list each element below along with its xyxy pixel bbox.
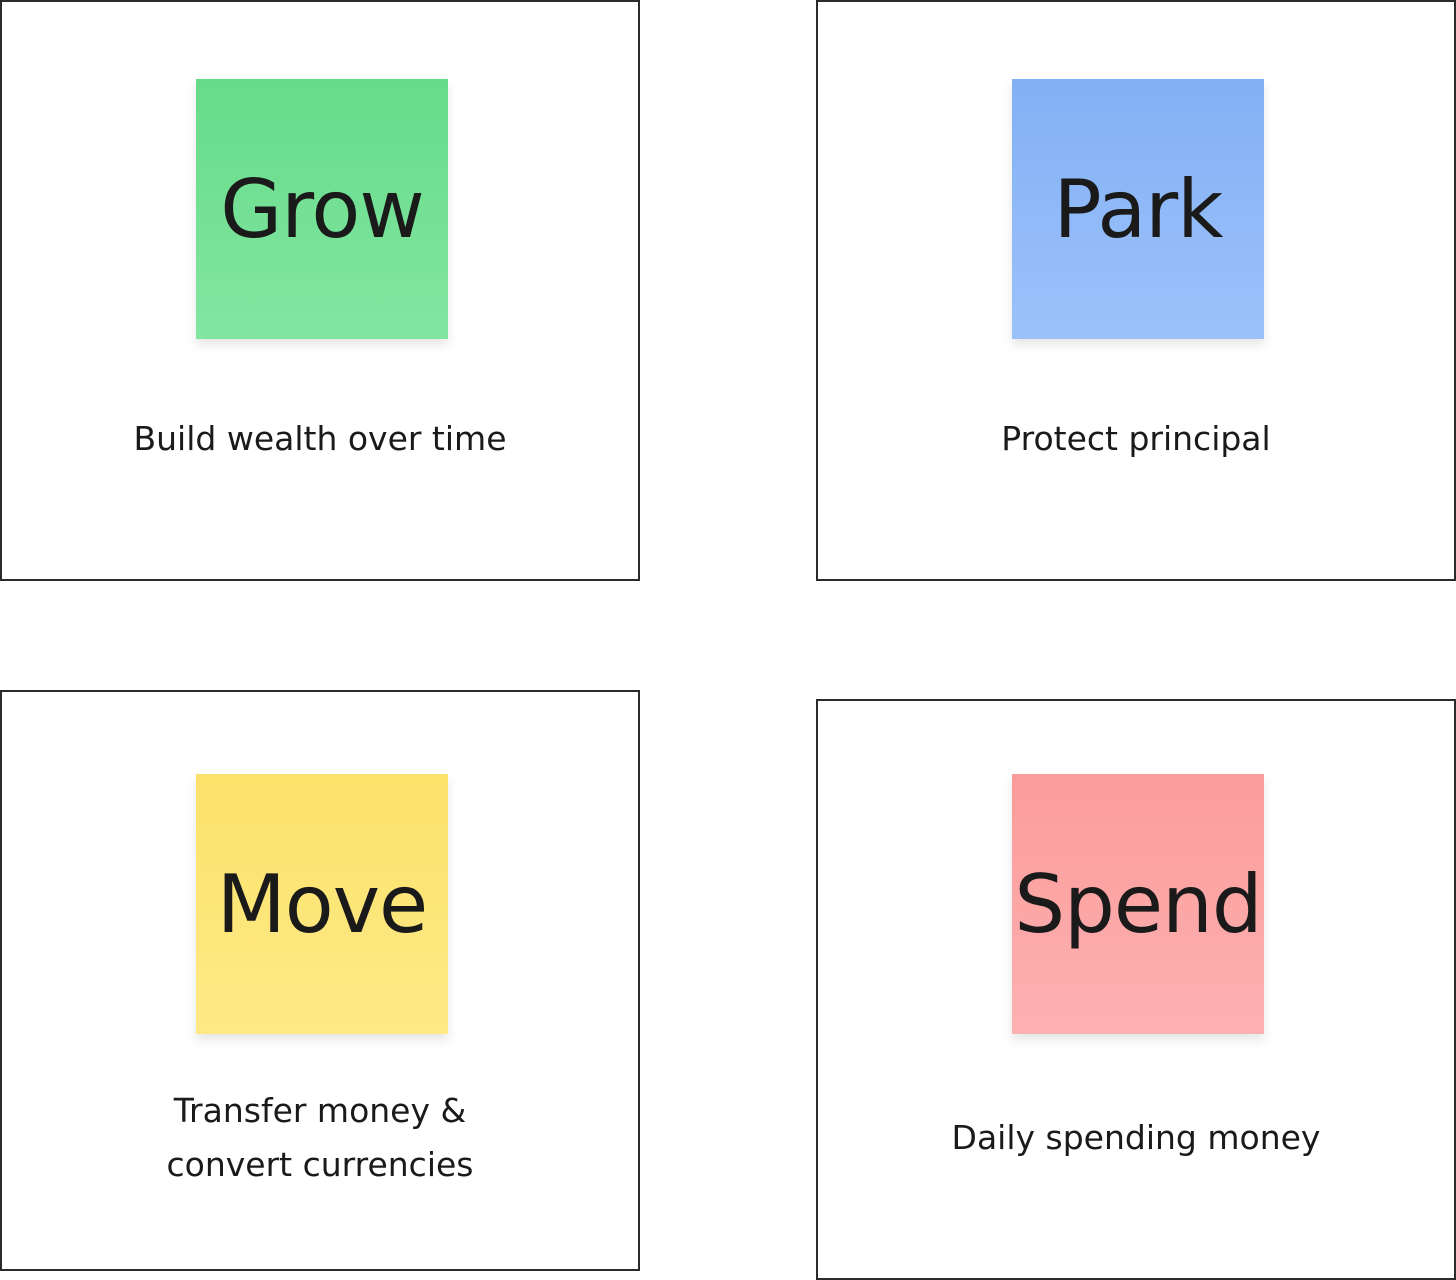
note-label: Spend	[1014, 857, 1262, 951]
sticky-note-grow[interactable]: Grow	[196, 79, 448, 339]
note-label: Park	[1053, 162, 1224, 256]
card-grow: Grow Build wealth over time	[0, 0, 640, 581]
caption-park: Protect principal	[1001, 419, 1271, 458]
card-move: Move Transfer money & convert currencies	[0, 690, 640, 1271]
card-spend: Spend Daily spending money	[816, 699, 1456, 1280]
note-label: Grow	[220, 162, 424, 256]
caption-spend: Daily spending money	[951, 1118, 1321, 1157]
sticky-note-spend[interactable]: Spend	[1012, 774, 1264, 1034]
sticky-note-move[interactable]: Move	[196, 774, 448, 1034]
sticky-note-park[interactable]: Park	[1012, 79, 1264, 339]
note-label: Move	[216, 857, 429, 951]
caption-grow: Build wealth over time	[133, 419, 507, 458]
caption-move: Transfer money & convert currencies	[166, 1091, 474, 1184]
card-park: Park Protect principal	[816, 0, 1456, 581]
